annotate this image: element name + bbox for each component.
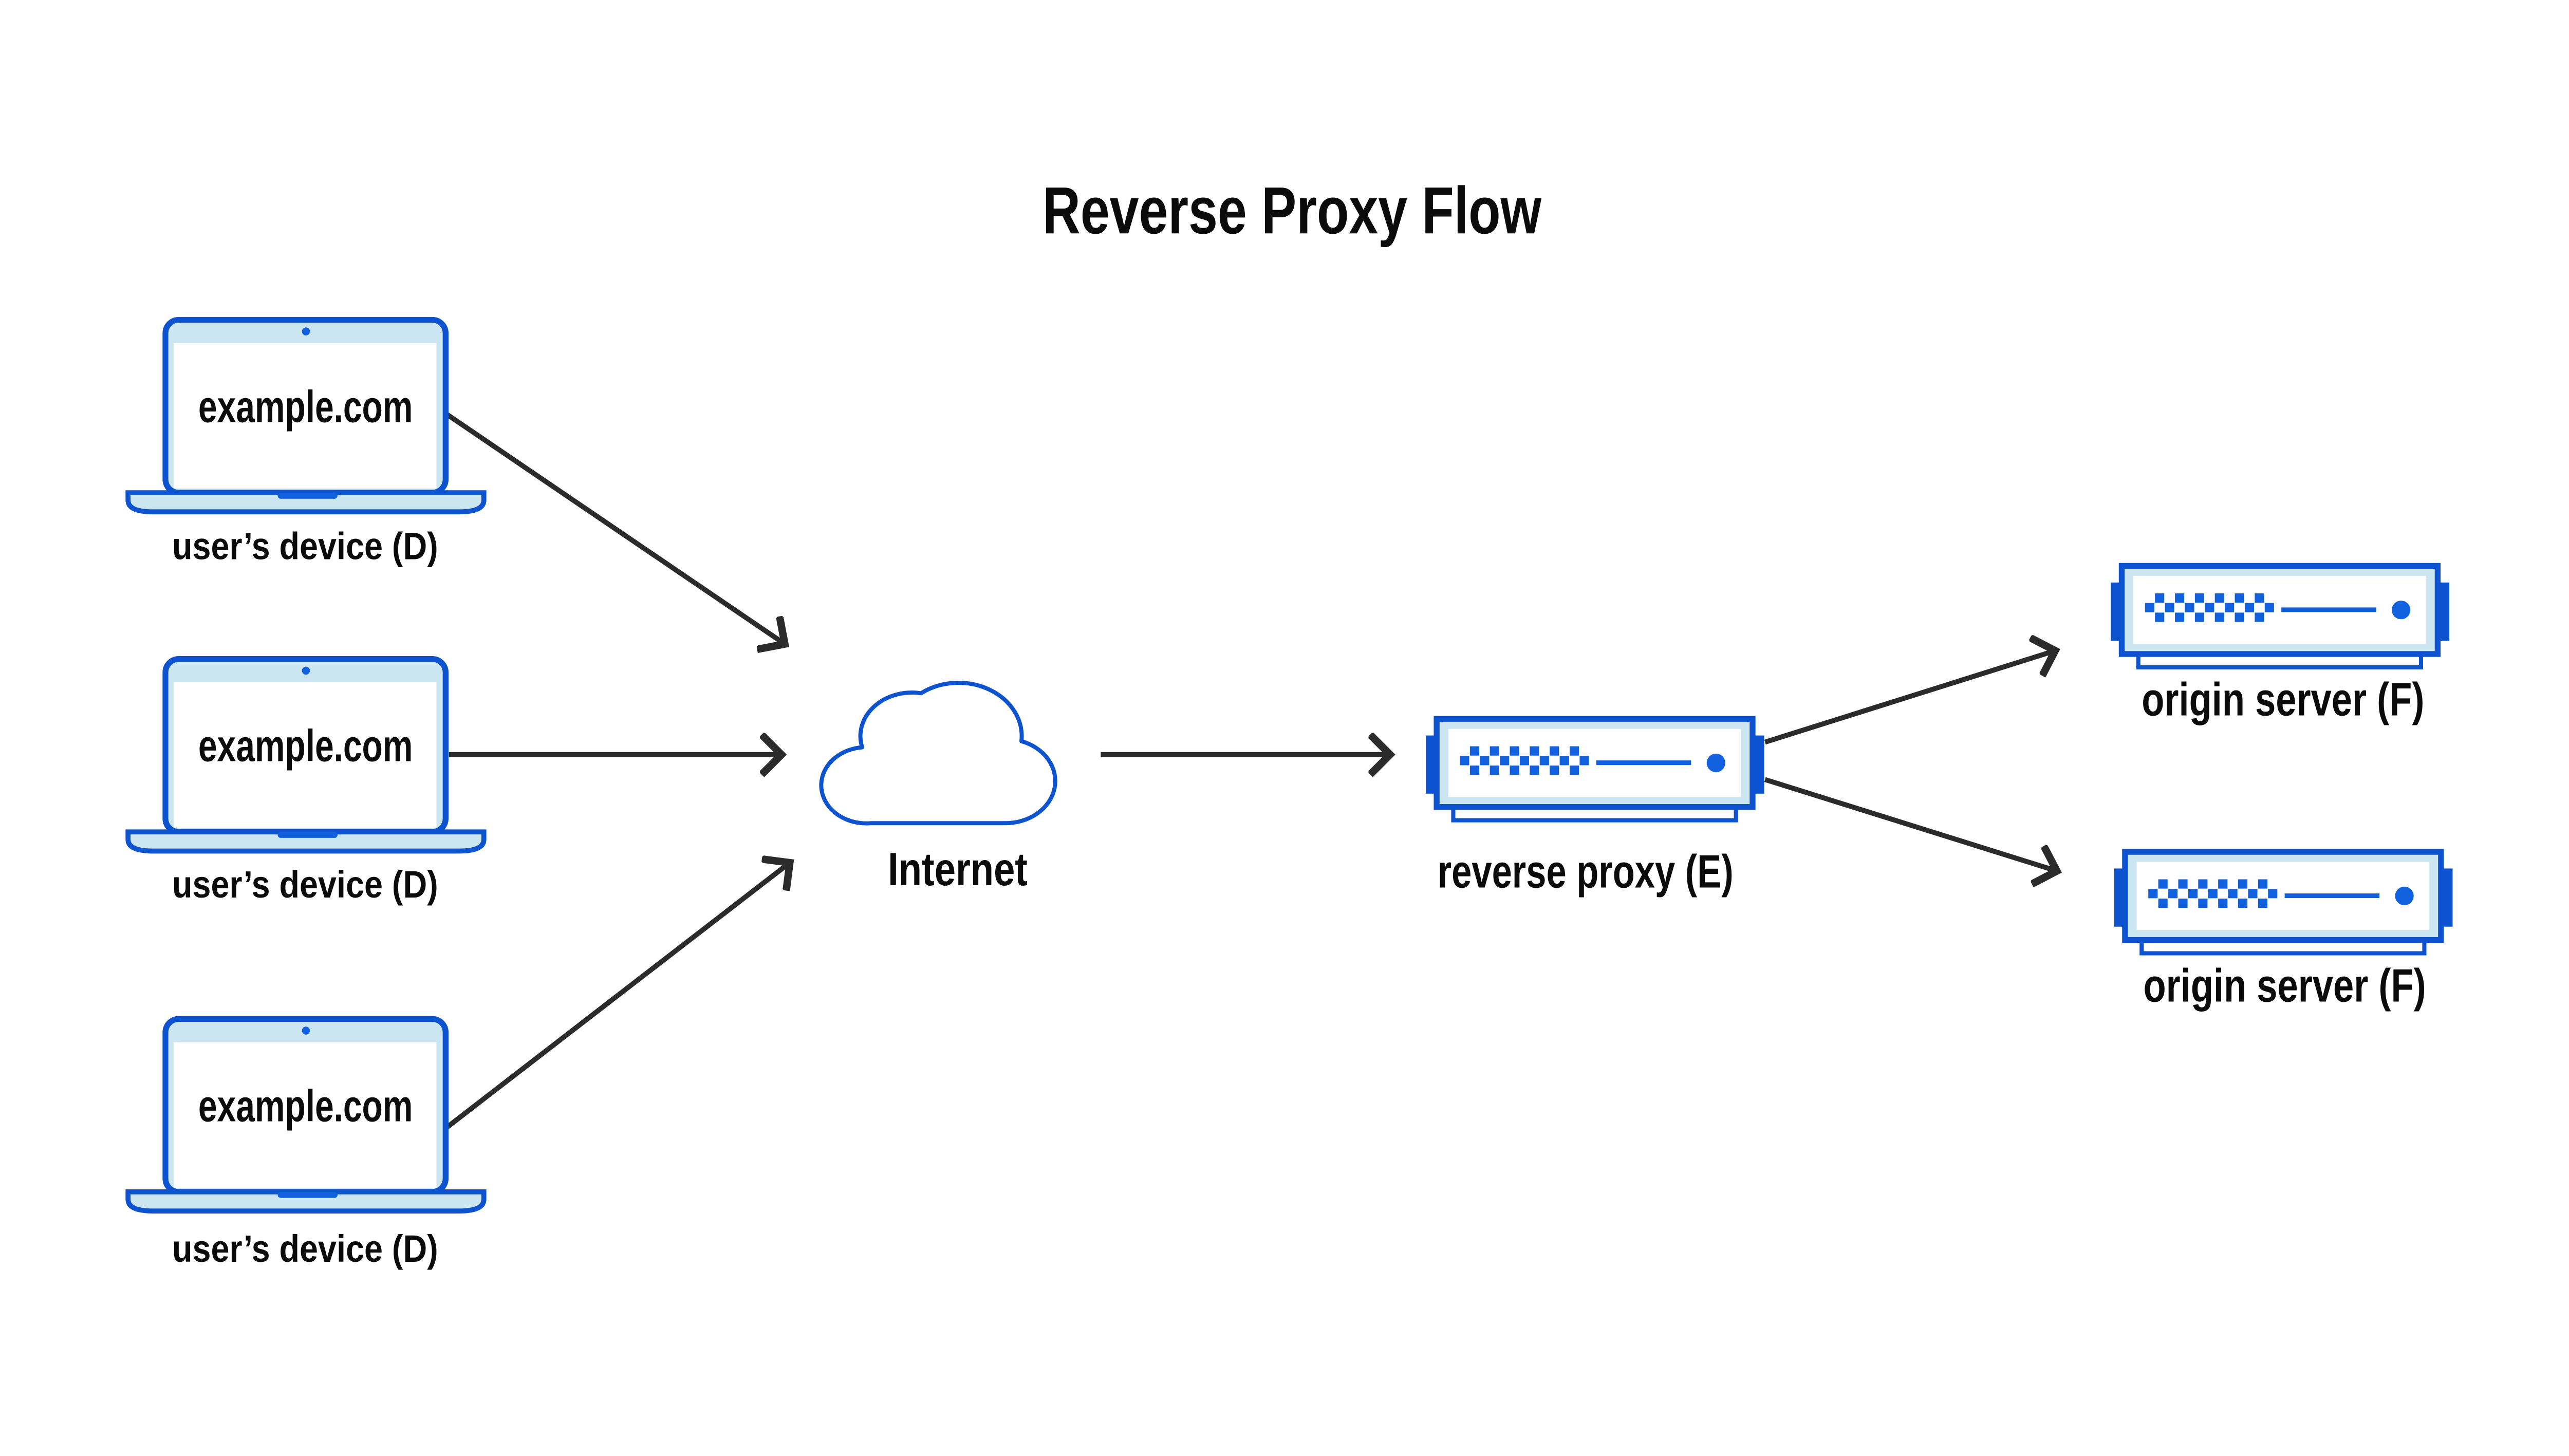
cloud-icon: [821, 683, 1055, 824]
device-node-2: example.com user’s device (D): [128, 659, 484, 906]
server-icon: [2114, 852, 2453, 953]
device-label: user’s device (D): [172, 863, 438, 906]
arrow-device3-to-internet: [445, 863, 790, 1129]
server-icon: [1426, 719, 1764, 820]
device-screen-text: example.com: [198, 1080, 413, 1131]
device-screen-text: example.com: [198, 721, 413, 771]
origin-server-node-1: origin server (F): [2111, 566, 2449, 726]
reverse-proxy-label: reverse proxy (E): [1438, 846, 1734, 898]
origin-server-label: origin server (F): [2142, 674, 2424, 726]
internet-node: Internet: [821, 683, 1055, 895]
device-node-1: example.com user’s device (D): [128, 320, 484, 568]
reverse-proxy-node: reverse proxy (E): [1426, 719, 1764, 898]
arrow-device1-to-internet: [445, 412, 785, 644]
flow-arrows: [445, 412, 2057, 1129]
origin-server-node-2: origin server (F): [2114, 852, 2453, 1012]
origin-server-label: origin server (F): [2144, 960, 2426, 1012]
device-screen-text: example.com: [198, 382, 413, 432]
arrow-proxy-to-origin2: [1764, 777, 2057, 871]
device-label: user’s device (D): [172, 1227, 438, 1270]
page-title: Reverse Proxy Flow: [1043, 174, 1541, 248]
server-icon: [2111, 566, 2449, 667]
internet-label: Internet: [888, 844, 1028, 895]
arrow-proxy-to-origin1: [1764, 651, 2055, 745]
device-node-3: example.com user’s device (D): [128, 1019, 484, 1270]
device-label: user’s device (D): [172, 525, 438, 568]
